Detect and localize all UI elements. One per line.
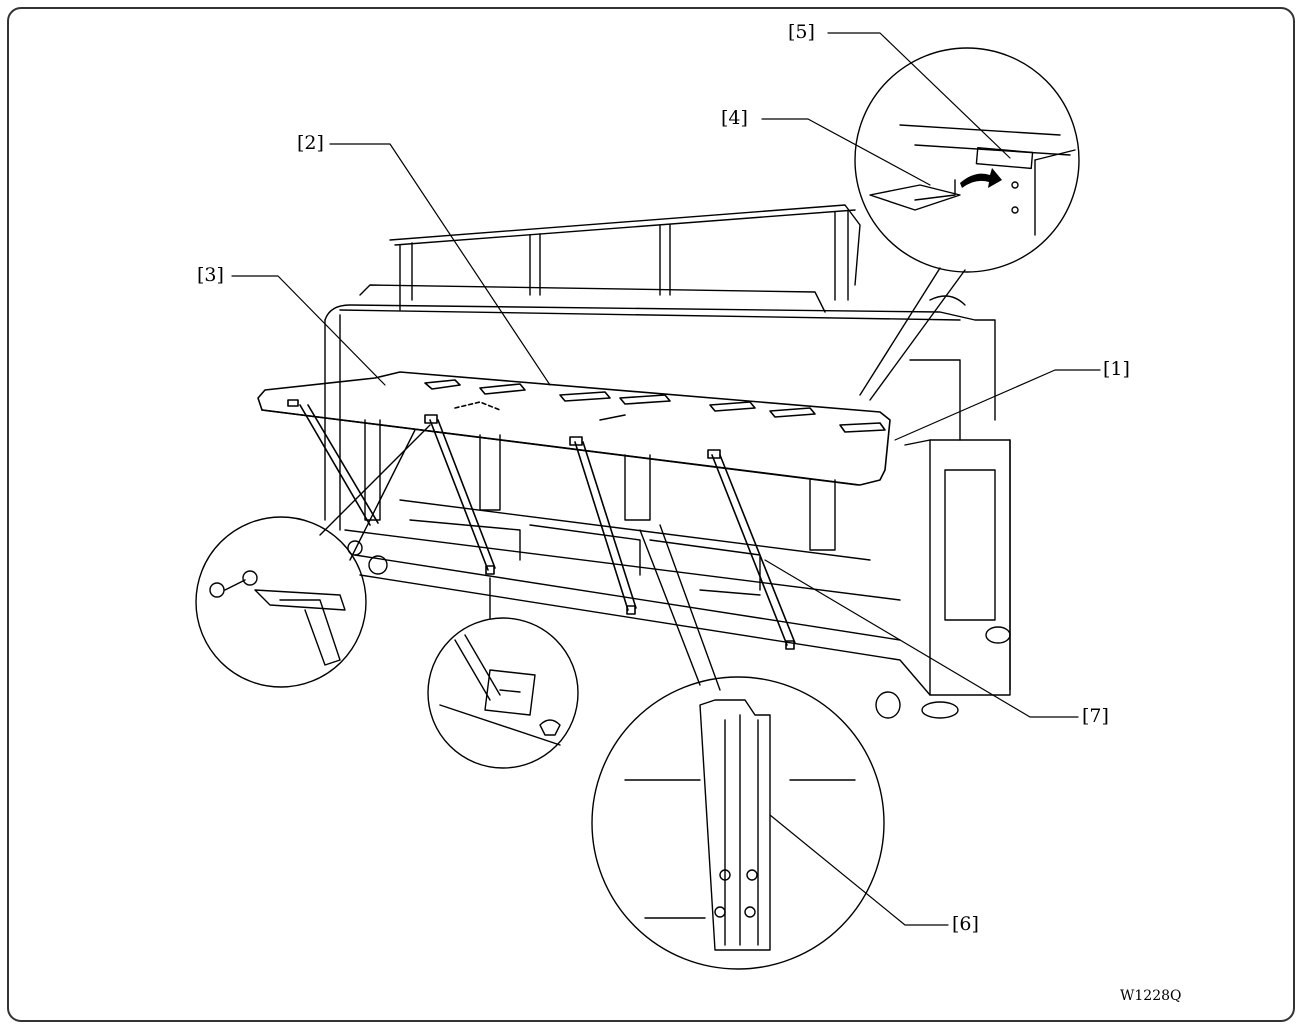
casters	[347, 540, 1011, 719]
callout-5: [5]	[788, 21, 815, 43]
callout-1: [1]	[1103, 358, 1130, 380]
figure-frame	[7, 7, 1295, 1022]
table-plate	[257, 371, 891, 486]
detail-connector	[854, 47, 1080, 401]
figure-code: W1228Q	[1120, 988, 1182, 1004]
table-legs	[364, 419, 836, 551]
machine-body	[324, 295, 1011, 696]
insertion-arrow	[960, 168, 1002, 188]
callout-4: [4]	[721, 107, 748, 129]
upper-canopy	[339, 204, 961, 321]
callout-6: [6]	[952, 913, 979, 935]
detail-left-attachment	[195, 424, 431, 688]
support-stays	[299, 404, 796, 650]
callout-2: [2]	[297, 132, 324, 154]
detail-stay-bracket	[427, 577, 579, 769]
callout-7: [7]	[1082, 705, 1109, 727]
detail-rail	[591, 524, 885, 970]
callout-3: [3]	[197, 264, 224, 286]
leader-lines	[231, 32, 1101, 926]
